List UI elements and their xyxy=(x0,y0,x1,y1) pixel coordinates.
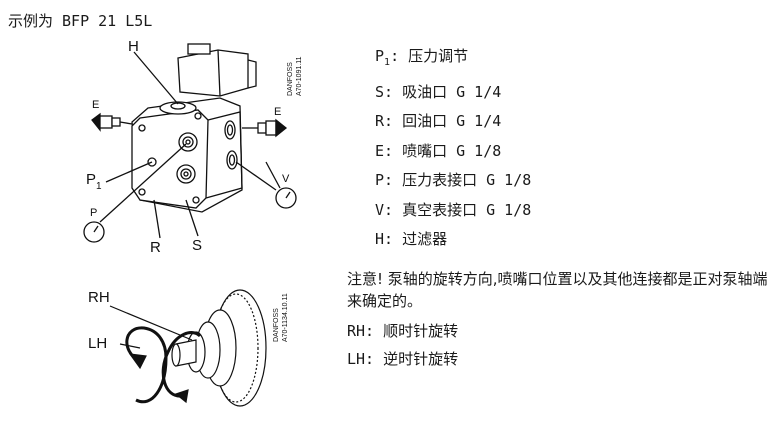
label-RH: RH xyxy=(88,289,110,306)
legend-item-s: S: 吸油口 G 1/4 xyxy=(375,82,502,101)
rotation-diagram-svg: RH LH DANFOSS A70-1134.10.11 xyxy=(88,289,289,407)
nozzle-fitting-right xyxy=(257,122,267,134)
legend-item-p: P: 压力表接口 G 1/8 xyxy=(375,171,532,189)
legend-item-p1: P1: 压力调节 xyxy=(375,47,469,68)
rh-arrow xyxy=(161,331,202,398)
rotation-lh: LH: 逆时针旋转 xyxy=(347,350,459,368)
stamp-code-2: A70-1134.10.11 xyxy=(282,293,289,342)
legend-item-v: V: 真空表接口 G 1/8 xyxy=(375,200,532,219)
suction-port xyxy=(176,164,196,184)
label-P: P xyxy=(90,207,97,219)
legend-list: P1: 压力调节 S: 吸油口 G 1/4 R: 回油口 G 1/4 E: 喷嘴… xyxy=(375,42,531,255)
label-S: S xyxy=(192,237,202,254)
rotation-diagram: RH LH DANFOSS A70-1134.10.11 xyxy=(80,270,300,430)
legend-item-r: R: 回油口 G 1/4 xyxy=(375,112,502,130)
page-title: 示例为 BFP 21 L5L xyxy=(8,12,153,30)
solenoid-plug xyxy=(187,43,211,55)
stamp-danfoss: DANFOSS xyxy=(287,62,294,96)
solenoid-coil xyxy=(177,49,249,97)
nozzle-fitting-left xyxy=(91,112,101,132)
label-E-right: E xyxy=(274,106,281,118)
label-V: V xyxy=(282,173,290,185)
label-H: H xyxy=(128,38,139,55)
label-R: R xyxy=(150,239,161,255)
legend-item-h: H: 过滤器 xyxy=(375,230,448,248)
rotation-note: 注意! 泵轴的旋转方向,喷嘴口位置以及其他连接都是正对泵轴端来确定的。 xyxy=(347,270,768,310)
legend-item-e: E: 喷嘴口 G 1/8 xyxy=(375,141,502,160)
stamp-danfoss-2: DANFOSS xyxy=(273,308,280,342)
nozzle-port-right xyxy=(224,120,236,140)
rotation-rh: RH: 顺时针旋转 xyxy=(347,322,459,340)
vacuum-port xyxy=(226,150,238,170)
label-LH: LH xyxy=(88,335,107,352)
label-E-left: E xyxy=(92,99,99,111)
pump-diagram: H E E P1 P V R S DANFOSS A70-1091.11 xyxy=(70,30,310,256)
pump-diagram-svg: H E E P1 P V R S DANFOSS A70-1091.11 xyxy=(83,38,303,256)
stamp-code: A70-1091.11 xyxy=(296,56,303,96)
label-P1: P1 xyxy=(86,171,102,192)
lh-arrow xyxy=(125,326,168,404)
